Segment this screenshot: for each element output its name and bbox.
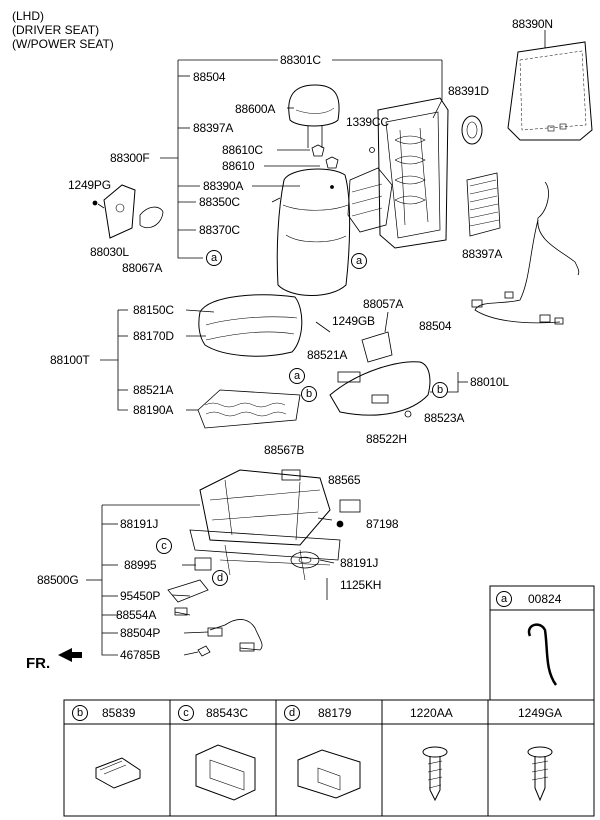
legend-f-part: 1249GA <box>518 706 563 720</box>
header-lhd: (LHD) <box>12 9 44 23</box>
part-label-88600A: 88600A <box>235 102 276 116</box>
part-label-88504P: 88504P <box>120 626 161 640</box>
legend-b-letter: b <box>72 705 88 721</box>
part-label-88610: 88610 <box>222 159 255 173</box>
legend-e-part: 1220AA <box>410 706 453 720</box>
lumbar-panel-drawing <box>466 172 501 237</box>
part-label-88565: 88565 <box>328 473 361 487</box>
legend-c-letter: c <box>178 705 194 721</box>
part-label-88301C: 88301C <box>280 53 321 67</box>
legend-d-part: 88179 <box>318 706 352 720</box>
part-label-88500G: 88500G <box>37 573 79 587</box>
callout-a-2: a <box>351 253 367 269</box>
part-label-88522H: 88522H <box>366 432 407 446</box>
part-label-88567B: 88567B <box>264 443 305 457</box>
part-label-88190A: 88190A <box>133 403 174 417</box>
part-label-88191J-right: 88191J <box>340 556 379 570</box>
seatback-cover-drawing <box>252 168 351 296</box>
callout-c: c <box>156 538 172 554</box>
callout-a-1: a <box>206 250 222 266</box>
part-label-88067A: 88067A <box>122 261 163 275</box>
legend-a-letter: a <box>496 591 512 607</box>
part-label-95450P: 95450P <box>120 589 161 603</box>
seat-track-drawing <box>189 469 341 581</box>
header-driver-seat: (DRIVER SEAT) <box>12 23 100 37</box>
side-shield-drawing <box>329 331 431 418</box>
callout-a-3: a <box>289 368 305 384</box>
clip-85839-drawing <box>95 757 141 789</box>
part-label-88995: 88995 <box>124 558 157 572</box>
part-label-88370C: 88370C <box>199 223 240 237</box>
screw-1249GA-drawing <box>527 746 553 802</box>
seatback-pad-drawing <box>347 167 393 233</box>
recliner-cover-drawing <box>92 184 164 239</box>
part-label-88521A-left: 88521A <box>133 383 174 397</box>
part-label-88350C: 88350C <box>199 195 240 209</box>
part-label-88300F: 88300F <box>110 151 150 165</box>
part-label-88150C: 88150C <box>133 303 174 317</box>
legend-a-part: 00824 <box>528 592 562 606</box>
cushion-cover-drawing <box>198 294 303 357</box>
callout-b-2: b <box>432 382 448 398</box>
part-label-87198: 87198 <box>366 517 399 531</box>
part-label-88397A-left: 88397A <box>193 121 234 135</box>
part-88567B <box>281 469 301 481</box>
part-label-1249PG: 1249PG <box>68 178 111 192</box>
part-label-88504-right: 88504 <box>419 319 452 333</box>
legend-d-letter: d <box>284 705 300 721</box>
part-label-88610C: 88610C <box>222 143 263 157</box>
part-label-88523A: 88523A <box>424 411 465 425</box>
back-panel-drawing <box>507 41 593 141</box>
part-88565 <box>339 499 361 513</box>
bracket-88543C-drawing <box>195 744 256 801</box>
part-label-88100T: 88100T <box>50 353 90 367</box>
part-label-1339CC: 1339CC <box>346 115 389 129</box>
front-direction-label: FR. <box>26 655 51 672</box>
part-label-88010L: 88010L <box>470 375 509 389</box>
part-label-88170D: 88170D <box>133 329 174 343</box>
legend-b-part: 85839 <box>102 706 136 720</box>
part-label-88191J-top: 88191J <box>120 517 159 531</box>
part-label-88554A: 88554A <box>116 608 157 622</box>
part-label-46785B: 46785B <box>120 648 161 662</box>
seatback-frame-drawing <box>369 97 449 249</box>
screw-1220AA-drawing <box>422 746 448 802</box>
part-label-1249GB: 1249GB <box>332 314 375 328</box>
callout-d: d <box>212 570 228 586</box>
part-label-88030L: 88030L <box>90 245 129 259</box>
part-label-88504-top: 88504 <box>193 70 226 84</box>
part-label-88390N: 88390N <box>512 17 553 31</box>
legend-c-part: 88543C <box>206 706 249 720</box>
part-label-88397A-right: 88397A <box>462 247 503 261</box>
part-label-88391D: 88391D <box>448 84 489 98</box>
headrest-drawing <box>287 84 340 148</box>
cushion-spring-drawing <box>197 389 301 429</box>
header-power-seat: (W/POWER SEAT) <box>12 37 114 51</box>
wiring-harness-drawing <box>471 181 580 325</box>
part-label-88521A-mid: 88521A <box>307 348 348 362</box>
bracket-88179-drawing <box>297 749 361 799</box>
part-label-1125KH: 1125KH <box>340 578 382 592</box>
part-label-88057A: 88057A <box>363 297 404 311</box>
callout-b-1: b <box>301 386 317 402</box>
front-arrow-icon <box>58 648 82 662</box>
part-label-88390A: 88390A <box>203 179 244 193</box>
lumbar-knob-drawing <box>461 115 483 145</box>
